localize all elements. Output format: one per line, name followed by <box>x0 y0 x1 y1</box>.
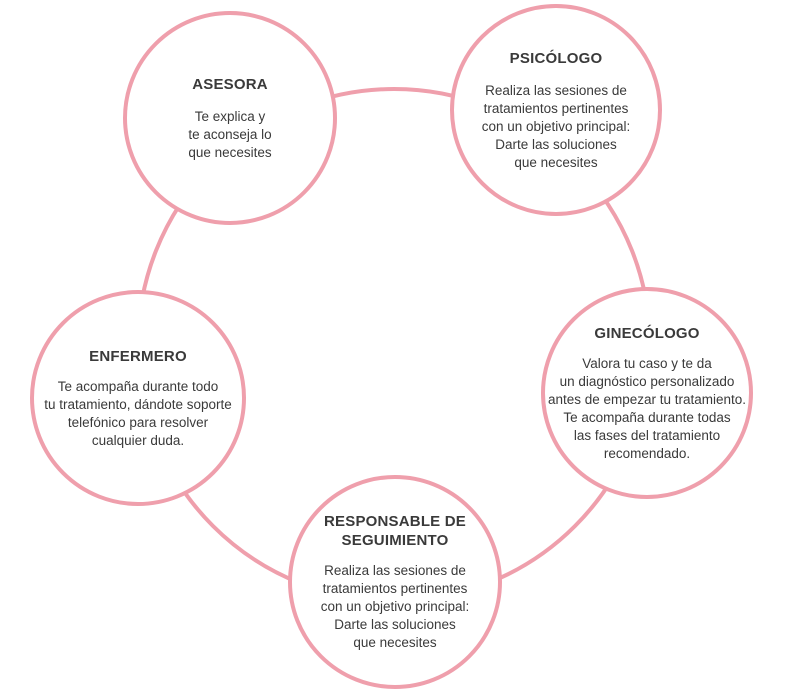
node-responsable-title: RESPONSABLE DE SEGUIMIENTO <box>324 513 466 549</box>
node-enfermero: ENFERMERO Te acompaña durante todo tu tr… <box>30 290 246 506</box>
node-ginecologo-title: GINECÓLOGO <box>594 324 700 342</box>
node-ginecologo-text: Valora tu caso y te da un diagnóstico pe… <box>547 355 747 461</box>
node-psicologo-text: Realiza las sesiones de tratamientos per… <box>481 82 631 170</box>
node-psicologo: PSICÓLOGO Realiza las sesiones de tratam… <box>450 4 662 216</box>
node-enfermero-text: Te acompaña durante todo tu tratamiento,… <box>44 378 232 448</box>
node-ginecologo: GINECÓLOGO Valora tu caso y te da un dia… <box>541 287 753 499</box>
node-asesora-title: ASESORA <box>192 75 268 93</box>
node-psicologo-title: PSICÓLOGO <box>509 49 603 67</box>
node-enfermero-title: ENFERMERO <box>89 347 187 365</box>
node-asesora-text: Te explica y te aconseja lo que necesite… <box>188 108 272 160</box>
node-asesora: ASESORA Te explica y te aconseja lo que … <box>123 11 337 225</box>
node-responsable-seguimiento: RESPONSABLE DE SEGUIMIENTO Realiza las s… <box>288 475 502 689</box>
node-responsable-text: Realiza las sesiones de tratamientos per… <box>320 563 470 650</box>
